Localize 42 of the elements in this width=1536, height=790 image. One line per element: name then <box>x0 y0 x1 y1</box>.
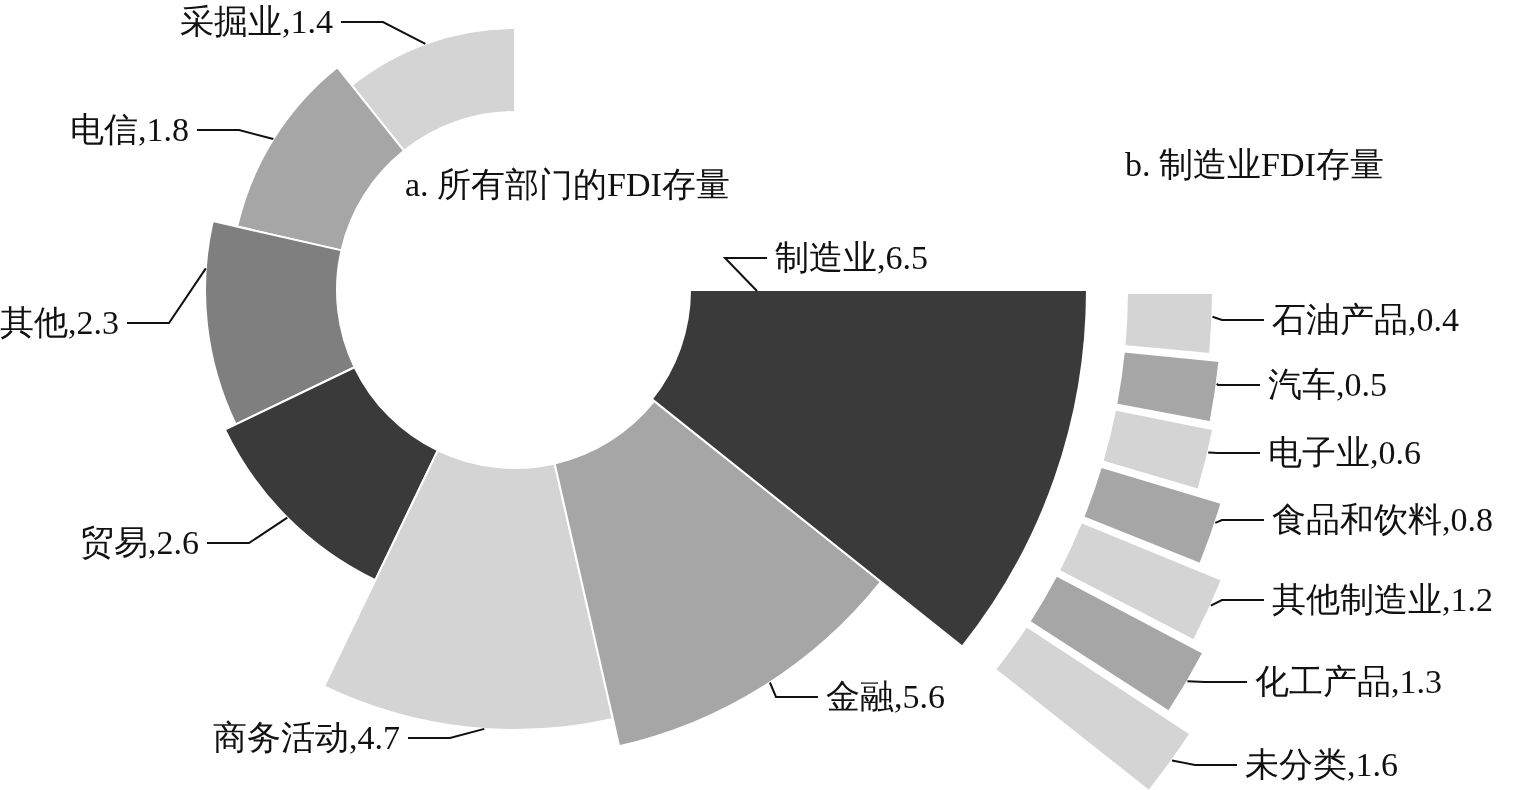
chart-title: a. 所有部门的FDI存量 <box>405 165 730 205</box>
leader-line <box>196 129 275 140</box>
chart-title: b. 制造业FDI存量 <box>1125 145 1384 185</box>
leader-line <box>206 516 289 544</box>
leader-line <box>1215 382 1261 386</box>
leader-line <box>1214 519 1265 524</box>
sector-label: 化工产品,1.3 <box>1255 662 1442 702</box>
leader-line <box>1186 680 1248 683</box>
sector-label: 金融,5.6 <box>826 677 945 717</box>
sector-label: 其他制造业,1.2 <box>1272 580 1493 620</box>
leader-line <box>1171 759 1238 766</box>
leader-line <box>126 267 207 324</box>
leader-line <box>407 727 486 739</box>
sector <box>1028 574 1205 713</box>
sector-label: 电信,1.8 <box>70 110 189 150</box>
sector-label: 贸易,2.6 <box>80 523 199 563</box>
sector-label: 汽车,0.5 <box>1268 365 1387 405</box>
sector <box>1057 521 1223 642</box>
sector-label: 商务活动,4.7 <box>213 718 400 758</box>
sector <box>650 289 1088 648</box>
sector <box>236 66 405 252</box>
sector-label: 未分类,1.6 <box>1245 745 1398 785</box>
sector <box>994 625 1192 790</box>
sector <box>223 366 439 582</box>
sector-label: 石油产品,0.4 <box>1272 300 1459 340</box>
sector <box>1082 465 1223 565</box>
sector <box>204 220 356 426</box>
sector-label: 电子业,0.6 <box>1268 433 1421 473</box>
sector-label: 食品和饮料,0.8 <box>1272 500 1493 540</box>
leader-line <box>1209 599 1265 607</box>
sector <box>1101 408 1215 491</box>
leader-line <box>768 681 819 698</box>
sector <box>350 27 516 152</box>
leader-line <box>1207 451 1261 454</box>
sector-label: 制造业,6.5 <box>775 238 928 278</box>
leader-line <box>722 257 768 292</box>
sector-label: 采掘业,1.4 <box>180 2 333 42</box>
sector <box>1115 350 1221 424</box>
sector <box>1123 291 1214 355</box>
leader-line <box>340 21 427 45</box>
leader-line <box>1211 315 1265 321</box>
sector-label: 其他,2.3 <box>0 303 119 343</box>
